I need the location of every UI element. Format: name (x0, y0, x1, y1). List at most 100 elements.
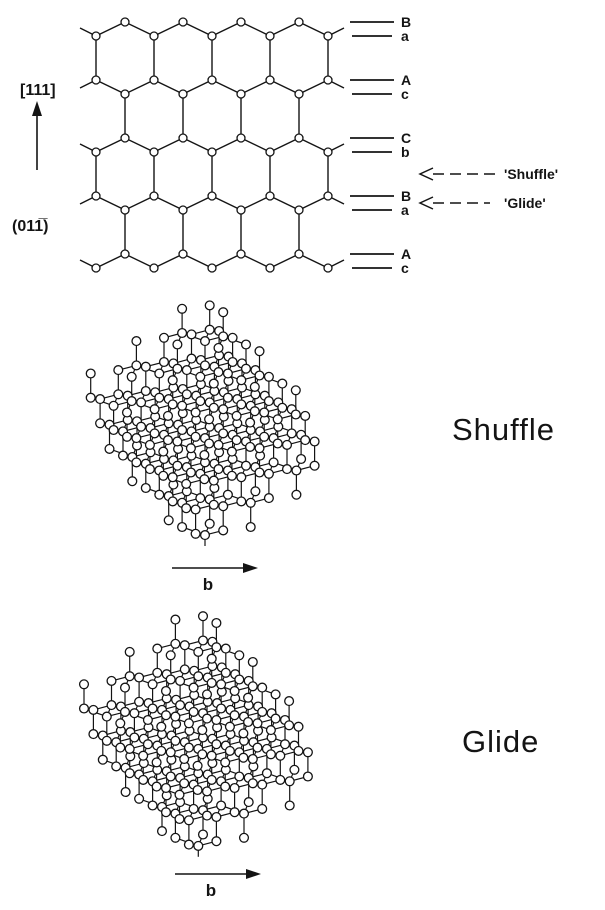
atom (218, 428, 229, 439)
atom (197, 725, 208, 736)
atom (224, 745, 235, 756)
atom (220, 667, 231, 678)
atom (142, 739, 153, 750)
atom (165, 650, 176, 661)
atom (236, 375, 247, 386)
atom (91, 263, 101, 273)
atom (294, 205, 304, 215)
atom (249, 406, 260, 417)
atom (268, 457, 279, 468)
atom (247, 681, 258, 692)
atom (238, 728, 249, 739)
atom (197, 829, 209, 840)
atom (134, 672, 145, 683)
atom (243, 797, 254, 808)
atom (222, 368, 233, 379)
atom (108, 424, 119, 436)
atom (294, 89, 304, 99)
burgers-vector-label: b (206, 881, 216, 900)
atom (213, 464, 224, 475)
atom (236, 472, 247, 483)
atom (216, 800, 227, 811)
glide-pointer-label: 'Glide' (504, 195, 546, 211)
atom (177, 303, 188, 314)
atom (263, 371, 274, 382)
atom (88, 729, 99, 740)
atom (229, 710, 240, 721)
atom (97, 754, 108, 765)
atom (172, 339, 183, 350)
atom (160, 685, 172, 697)
atom (181, 389, 192, 400)
atom (85, 392, 96, 403)
atom (291, 465, 302, 476)
atom (144, 464, 155, 475)
atom (213, 342, 224, 353)
atom (190, 431, 201, 442)
atom (167, 472, 178, 483)
atom (134, 793, 145, 804)
atom (236, 249, 246, 259)
burgers-vector-arrow (172, 563, 258, 573)
atom (147, 679, 158, 690)
layer-label: a (401, 28, 409, 44)
atom (206, 677, 217, 688)
atom (245, 417, 256, 428)
atom (142, 714, 153, 726)
layer-label: B (401, 188, 411, 204)
atom (275, 774, 286, 785)
plane-label: (011̅) (12, 217, 48, 235)
atom (240, 363, 252, 374)
atom (170, 638, 181, 649)
atom (106, 700, 117, 711)
atom (323, 31, 333, 41)
atom (160, 807, 172, 818)
atom (131, 433, 142, 444)
atom (154, 489, 165, 500)
atom (181, 478, 192, 489)
atom (156, 745, 167, 756)
atom (140, 385, 151, 397)
atom (263, 468, 274, 479)
atom (247, 656, 258, 668)
atom (277, 402, 288, 413)
atom (290, 385, 301, 396)
atom (88, 704, 99, 715)
atom (158, 446, 169, 457)
atom (272, 414, 283, 425)
glide-pointer: 'Glide' (418, 195, 546, 211)
atom (227, 332, 238, 343)
atom (152, 643, 163, 654)
atom (178, 205, 188, 215)
atom (291, 489, 302, 500)
atom (120, 249, 130, 259)
atom (195, 371, 206, 382)
atom (207, 263, 217, 273)
atom (296, 453, 307, 465)
atom (222, 489, 233, 500)
atom (243, 716, 254, 728)
atom (120, 133, 130, 143)
atom (124, 671, 135, 682)
atom (207, 147, 217, 157)
atom (119, 706, 131, 717)
layer-label: c (401, 86, 409, 102)
atom (284, 800, 295, 811)
atom (265, 191, 275, 201)
atom (149, 404, 160, 415)
atom (78, 703, 90, 714)
atom (192, 784, 203, 796)
atom (177, 400, 188, 411)
atom (263, 396, 274, 407)
atom (229, 685, 240, 697)
atom (265, 749, 276, 760)
atom (163, 515, 174, 526)
atom (216, 679, 227, 690)
layer-label: B (401, 14, 411, 30)
atom (265, 147, 275, 157)
atom (211, 739, 222, 750)
atom (294, 17, 304, 27)
atom (220, 757, 231, 768)
atom (192, 760, 203, 771)
